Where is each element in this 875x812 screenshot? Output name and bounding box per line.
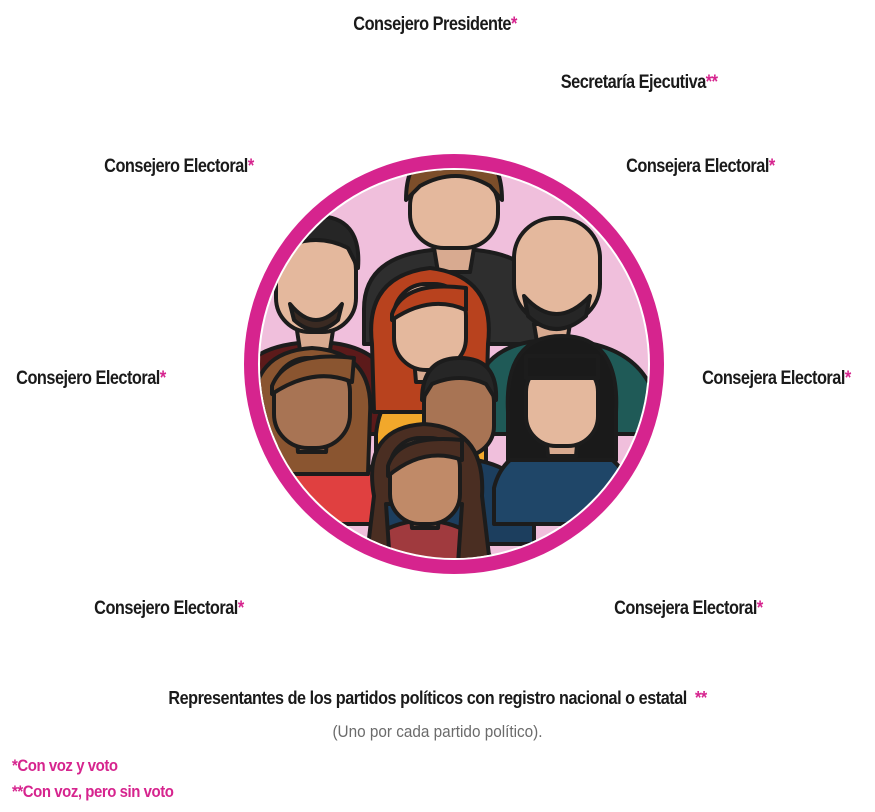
label-consejero-electoral-mid-left: Consejero Electoral* (16, 368, 166, 390)
label-text: Consejero Presidente (353, 14, 511, 35)
label-text: Consejero Electoral (104, 156, 248, 177)
person-right-woman (492, 334, 632, 526)
double-asterisk-mark: ** (705, 72, 718, 93)
asterisk-mark: * (768, 156, 775, 177)
representatives-text: Representantes de los partidos políticos… (168, 688, 687, 708)
label-text: Consejera Electoral (626, 156, 769, 177)
asterisk-mark: * (237, 598, 244, 619)
label-consejera-electoral-bottom-right: Consejera Electoral* (614, 598, 763, 620)
label-text: Consejera Electoral (614, 598, 757, 619)
double-asterisk-mark: ** (694, 688, 707, 708)
asterisk-mark: * (159, 368, 166, 389)
label-text: Secretaría Ejecutiva (560, 72, 707, 93)
representatives-note: (Uno por cada partido político). (332, 722, 543, 741)
label-consejera-electoral-top-right: Consejera Electoral* (626, 156, 775, 178)
council-members-illustration (244, 154, 664, 574)
label-consejero-electoral-top-left: Consejero Electoral* (104, 156, 254, 178)
legend-double-asterisk: **Con voz, pero sin voto (12, 782, 174, 801)
legend-single-asterisk: *Con voz y voto (12, 756, 118, 775)
representatives-line: Representantes de los partidos políticos… (44, 688, 832, 709)
label-consejero-electoral-bottom-left: Consejero Electoral* (94, 598, 244, 620)
label-secretaria-ejecutiva: Secretaría Ejecutiva** (561, 72, 718, 94)
asterisk-mark: * (247, 156, 254, 177)
label-text: Consejero Electoral (94, 598, 238, 619)
label-text: Consejera Electoral (702, 368, 845, 389)
label-consejero-presidente: Consejero Presidente* (353, 14, 517, 36)
label-text: Consejero Electoral (16, 368, 160, 389)
label-consejera-electoral-mid-right: Consejera Electoral* (702, 368, 851, 390)
asterisk-mark: * (844, 368, 851, 389)
person-left-woman (260, 346, 382, 526)
asterisk-mark: * (511, 14, 517, 35)
asterisk-mark: * (756, 598, 763, 619)
